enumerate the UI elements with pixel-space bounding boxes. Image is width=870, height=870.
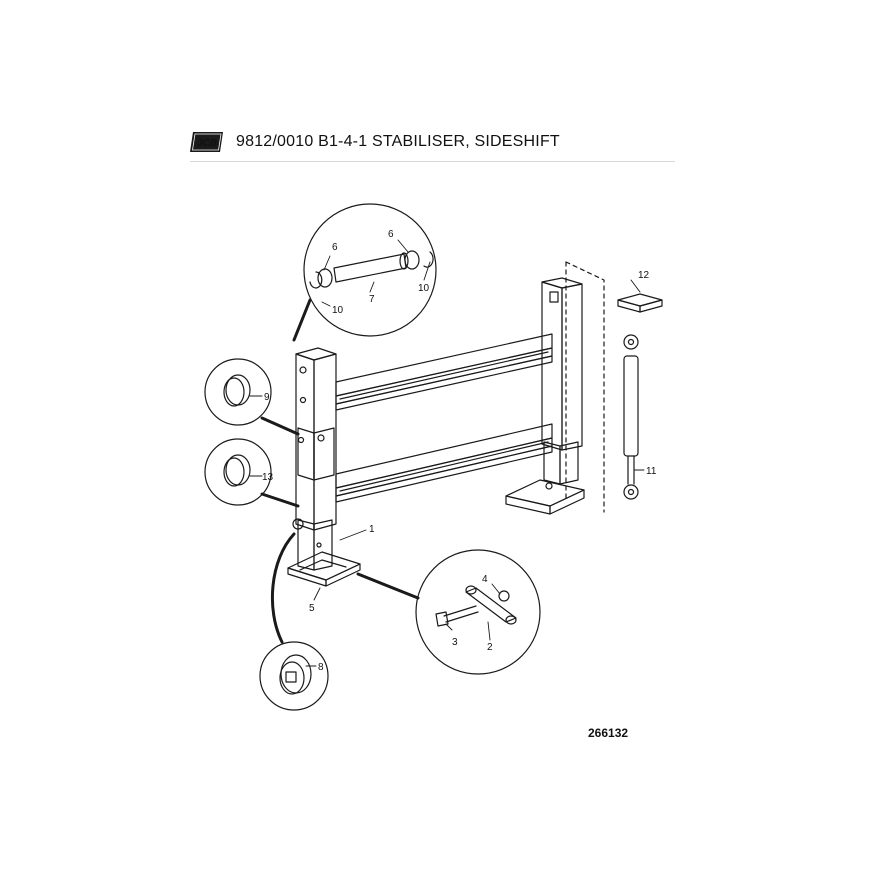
upper-rail <box>335 333 553 411</box>
callout-13: 13 <box>262 472 274 483</box>
gas-strut <box>623 334 639 500</box>
callout-9: 9 <box>264 392 270 403</box>
jcb-logo-icon: JCB <box>190 132 223 152</box>
callout-10a: 10 <box>332 305 344 316</box>
detail-circle-13 <box>204 438 300 508</box>
callout-3: 3 <box>452 637 458 648</box>
detail-circle-9 <box>204 358 300 436</box>
callout-8: 8 <box>318 662 324 673</box>
callout-7: 7 <box>369 294 375 305</box>
callout-6a: 6 <box>332 242 338 253</box>
callout-1: 1 <box>369 524 375 535</box>
callout-6b: 6 <box>388 229 394 240</box>
left-leg <box>287 347 361 587</box>
leader-lines <box>249 239 645 667</box>
pad <box>617 293 663 313</box>
callout-12: 12 <box>638 270 650 281</box>
detail-circle-8 <box>259 532 329 711</box>
page-title: 9812/0010 B1-4-1 STABILISER, SIDESHIFT <box>236 133 560 150</box>
drawing-reference-number: 266132 <box>588 726 629 740</box>
logo-text: JCB <box>197 138 217 149</box>
callout-11: 11 <box>646 466 657 477</box>
page-header: JCB 9812/0010 B1-4-1 STABILISER, SIDESHI… <box>190 125 560 159</box>
detail-circle-pin <box>292 203 437 342</box>
lower-rail <box>335 423 553 503</box>
callout-4: 4 <box>482 574 488 585</box>
callout-10b: 10 <box>418 283 430 294</box>
right-leg <box>505 277 585 515</box>
header-divider <box>190 161 675 162</box>
callout-2: 2 <box>487 642 493 653</box>
callout-5: 5 <box>309 603 315 614</box>
detail-circle-bolts <box>356 549 541 675</box>
